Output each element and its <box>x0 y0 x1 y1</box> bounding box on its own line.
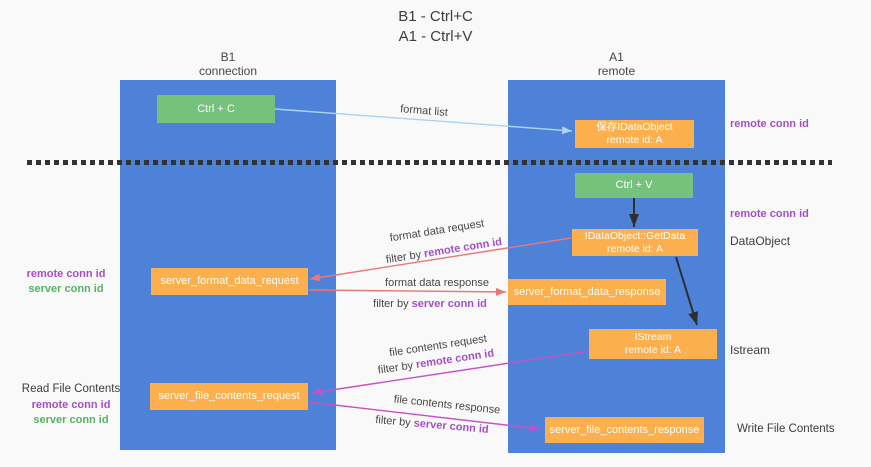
diagram-title: B1 - Ctrl+C A1 - Ctrl+V <box>0 7 871 47</box>
label-format-data-response: format data response <box>385 277 489 289</box>
format-data-response-arrow <box>308 287 507 296</box>
annotation-remote-conn-id-left-top: remote conn id <box>26 268 106 280</box>
box-getdata: IDataObject::GetData remote id: A <box>572 229 698 256</box>
server-conn-id-text: server conn id <box>411 298 487 310</box>
box-ctrl-v: Ctrl + V <box>575 173 693 198</box>
dashed-divider <box>27 160 832 165</box>
annotation-write-file-contents: Write File Contents <box>737 423 835 435</box>
annotation-conn-ids-left-top: remote conn id server conn id <box>14 267 118 297</box>
annotation-istream: Istream <box>730 343 771 357</box>
annotation-remote-conn-id-left-bottom: remote conn id <box>31 399 111 411</box>
getdata-line2: remote id: A <box>606 242 664 255</box>
server-file-contents-response-label: server_file_contents_response <box>549 423 700 436</box>
ctrl-c-label: Ctrl + C <box>197 102 235 115</box>
label-filter-by-server-2: filter by server conn id <box>375 414 489 436</box>
lane-header-right: A1 remote <box>508 50 725 78</box>
label-filter-by-server-1: filter by server conn id <box>373 298 487 310</box>
filter-by-text: filter by <box>377 359 417 377</box>
ctrl-v-label: Ctrl + V <box>615 179 653 191</box>
box-server-format-data-response: server_format_data_response <box>508 279 666 305</box>
istream-line2: remote id: A <box>624 344 682 356</box>
lane-right-name: A1 <box>609 50 624 64</box>
filter-by-text: filter by <box>374 414 415 430</box>
lane-left-name: B1 <box>220 50 236 64</box>
save-idataobject-line2: remote id: A <box>606 134 663 146</box>
istream-line1: IStream <box>634 331 672 343</box>
label-file-contents-response: file contents response <box>393 393 501 417</box>
server-format-data-response-label: server_format_data_response <box>513 285 661 298</box>
save-idataobject-line1: 保存IDataObject <box>596 121 673 133</box>
server-file-contents-request-label: server_file_contents_request <box>158 390 300 402</box>
annotation-server-conn-id-left-top: server conn id <box>28 283 104 295</box>
annotation-read-file-contents: Read File Contents <box>21 383 121 395</box>
annotation-remote-conn-id-right-top: remote conn id <box>730 118 809 130</box>
annotation-remote-conn-id-right-mid: remote conn id <box>730 208 809 220</box>
server-format-data-request-label: server_format_data_request <box>160 275 299 287</box>
getdata-line1: IDataObject::GetData <box>584 229 686 242</box>
server-conn-id-text: server conn id <box>413 417 490 436</box>
lane-left-role: connection <box>198 64 258 78</box>
filter-by-text: filter by <box>373 298 412 310</box>
box-ctrl-c: Ctrl + C <box>157 95 275 123</box>
label-format-list: format list <box>399 103 449 119</box>
box-server-format-data-request: server_format_data_request <box>151 268 308 295</box>
box-istream: IStream remote id: A <box>589 329 717 359</box>
box-save-idataobject: 保存IDataObject remote id: A <box>575 120 694 148</box>
lane-right-role: remote <box>597 64 636 78</box>
filter-by-text: filter by <box>385 248 426 267</box>
title-line-2: A1 - Ctrl+V <box>398 28 473 45</box>
box-server-file-contents-request: server_file_contents_request <box>150 383 308 410</box>
annotation-server-conn-id-left-bottom: server conn id <box>33 413 109 426</box>
remote-conn-id-text: remote conn id <box>423 235 503 261</box>
box-server-file-contents-response: server_file_contents_response <box>545 417 704 443</box>
annotation-dataobject: DataObject <box>730 234 791 248</box>
title-line-1: B1 - Ctrl+C <box>398 8 473 25</box>
lane-header-left: B1 connection <box>120 50 336 78</box>
annotation-conn-ids-left-bottom: remote conn id server conn id <box>16 398 126 427</box>
